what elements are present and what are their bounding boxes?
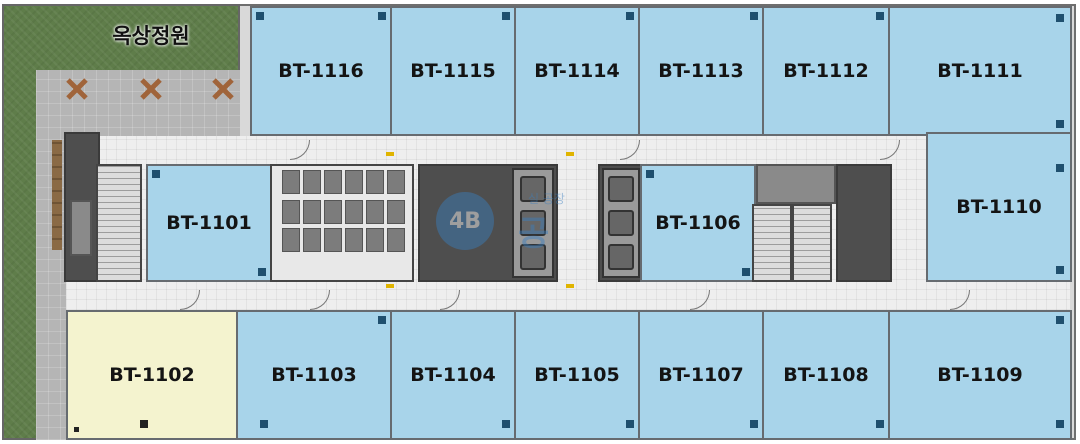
unit-bt-1105[interactable]: BT-1105: [514, 310, 640, 440]
unit-bt-1104[interactable]: BT-1104: [390, 310, 516, 440]
toilet-stalls: [282, 200, 405, 224]
stairwell: [752, 204, 792, 282]
restroom: [270, 164, 414, 282]
unit-bt-1115[interactable]: BT-1115: [390, 6, 516, 136]
unit-label: BT-1101: [166, 212, 252, 234]
unit-bt-1109[interactable]: BT-1109: [888, 310, 1072, 440]
unit-bt-1103[interactable]: BT-1103: [236, 310, 392, 440]
unit-label: BT-1108: [783, 364, 869, 386]
garden-bench: [52, 140, 62, 250]
unit-bt-1107[interactable]: BT-1107: [638, 310, 764, 440]
exit-marker: [386, 284, 394, 288]
garden-title: 옥상정원: [112, 24, 190, 48]
elevator-car: [608, 210, 634, 236]
unit-label: BT-1114: [534, 60, 620, 82]
unit-label: BT-1111: [937, 60, 1023, 82]
unit-label: BT-1102: [109, 364, 195, 386]
service-room: [756, 164, 836, 204]
unit-bt-1116[interactable]: BT-1116: [250, 6, 392, 136]
mechanical-room: [836, 164, 892, 282]
unit-label: BT-1115: [410, 60, 496, 82]
unit-label: BT-1113: [658, 60, 744, 82]
stairwell: [792, 204, 832, 282]
watermark-text: 공: [518, 214, 550, 254]
unit-bt-1110[interactable]: BT-1110: [926, 132, 1072, 282]
unit-label: BT-1106: [655, 212, 741, 234]
unit-label: BT-1112: [783, 60, 869, 82]
elevator-bank: [512, 168, 554, 278]
toilet-stalls: [282, 228, 405, 252]
watermark: 4B 실 공장 공: [432, 188, 672, 258]
watermark-logo-icon: 4B: [436, 192, 494, 250]
unit-bt-1108[interactable]: BT-1108: [762, 310, 890, 440]
elevator-car: [608, 244, 634, 270]
garden-table-icon: [212, 78, 234, 100]
elevator-car: [520, 244, 546, 270]
watermark-text: 실 공장: [528, 192, 565, 206]
unit-label: BT-1109: [937, 364, 1023, 386]
unit-label: BT-1104: [410, 364, 496, 386]
unit-bt-1106[interactable]: BT-1106: [640, 164, 756, 282]
unit-bt-1112[interactable]: BT-1112: [762, 6, 890, 136]
unit-bt-1114[interactable]: BT-1114: [514, 6, 640, 136]
elevator-car: [520, 176, 546, 202]
service-shaft: [70, 200, 92, 256]
unit-label: BT-1110: [956, 196, 1042, 218]
garden-table-icon: [140, 78, 162, 100]
exit-marker: [566, 284, 574, 288]
elevator-bank: [602, 168, 640, 278]
garden-table-icon: [66, 78, 88, 100]
elevator-car: [608, 176, 634, 202]
exit-marker: [386, 152, 394, 156]
unit-bt-1113[interactable]: BT-1113: [638, 6, 764, 136]
unit-label: BT-1116: [278, 60, 364, 82]
unit-label: BT-1105: [534, 364, 620, 386]
unit-label: BT-1103: [271, 364, 357, 386]
unit-bt-1101[interactable]: BT-1101: [146, 164, 272, 282]
toilet-stalls: [282, 170, 405, 194]
exit-marker: [566, 152, 574, 156]
elevator-car: [520, 210, 546, 236]
unit-label: BT-1107: [658, 364, 744, 386]
stairwell: [96, 164, 142, 282]
unit-bt-1111[interactable]: BT-1111: [888, 6, 1072, 136]
unit-bt-1102[interactable]: BT-1102: [66, 310, 238, 440]
